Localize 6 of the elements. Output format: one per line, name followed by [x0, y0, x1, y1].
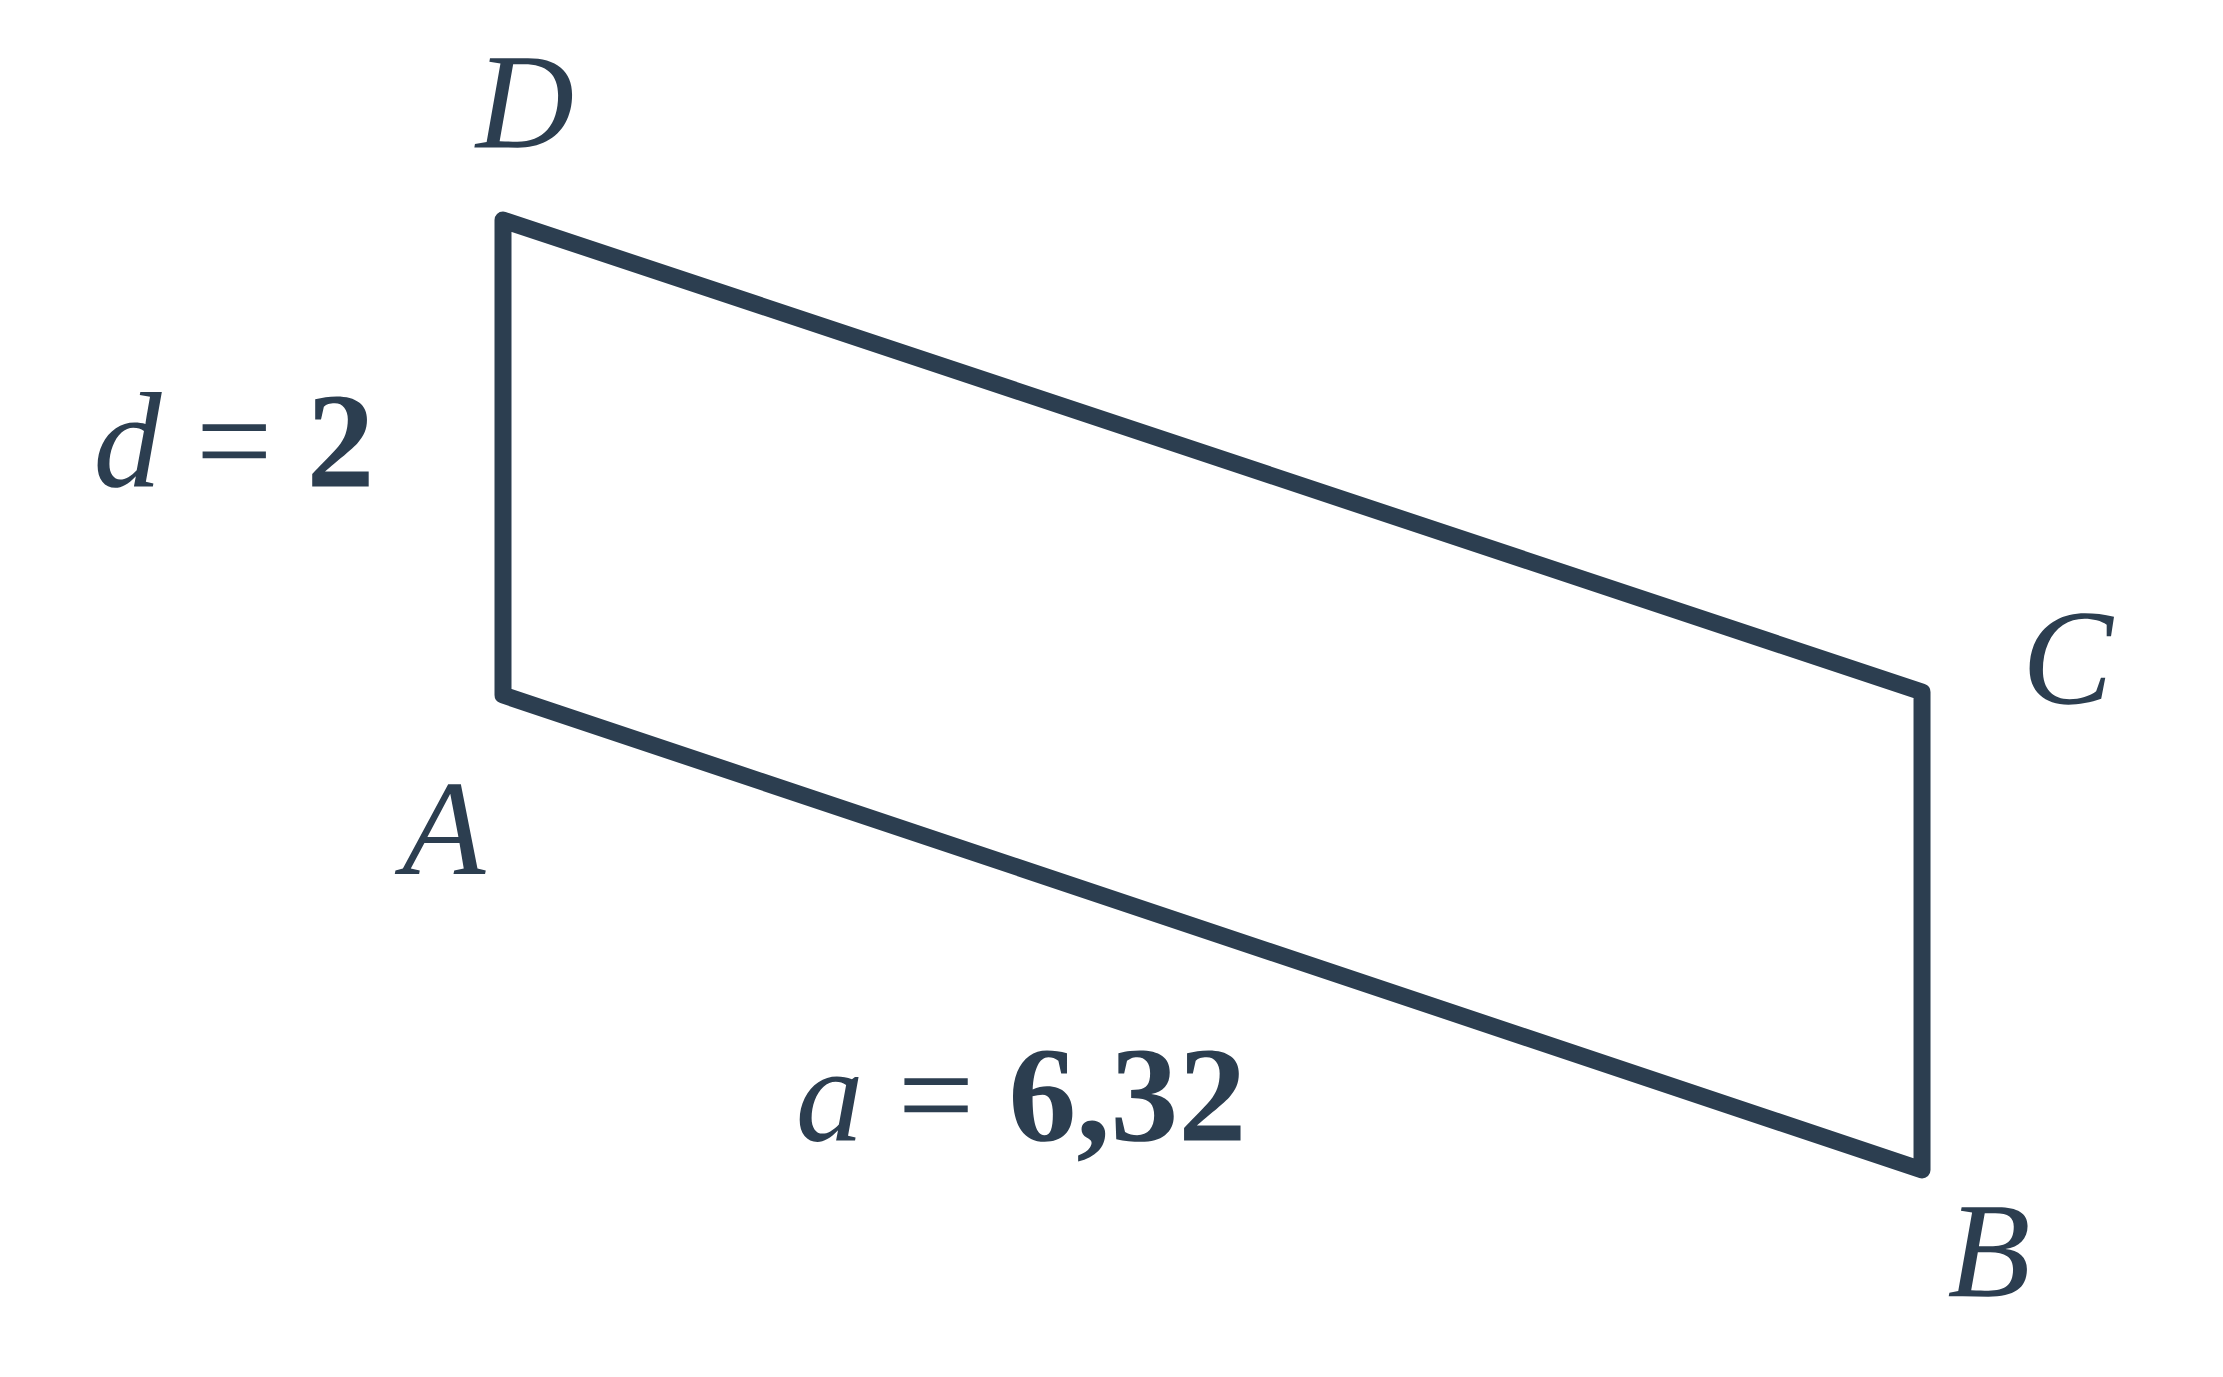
vertex-label: B — [1948, 1207, 2028, 1297]
side-label: d = 2 — [97, 392, 369, 488]
vertex-label: A — [394, 784, 486, 874]
side-label: a = 6,32 — [799, 1050, 1241, 1162]
vertex-label: C — [2029, 613, 2114, 705]
vertex-label: D — [474, 58, 573, 148]
